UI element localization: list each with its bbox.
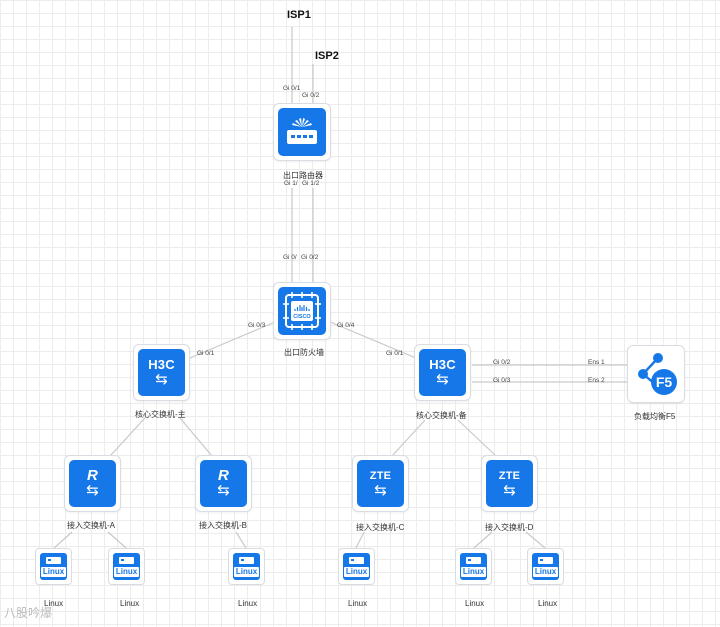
core-main-label: 核心交换机-主 <box>135 410 186 419</box>
linux-host-3-label: Linux <box>238 599 258 608</box>
switch-arrows-icon: ⇆ <box>86 482 99 499</box>
router-port-down2: Gi 1/2 <box>302 180 320 187</box>
link-access-d-host-5 <box>473 531 493 549</box>
router-tile <box>278 108 326 156</box>
access-switch-d[interactable]: ZTE ⇆ <box>481 455 538 512</box>
core-backup-port-f5-2: Gi 0/3 <box>493 377 511 384</box>
linux-server-icon: Linux <box>532 553 559 580</box>
f5-port-2: Ens 2 <box>588 377 605 384</box>
link-core-backup-access-d <box>457 419 497 457</box>
switch-arrows-icon: ⇆ <box>503 482 516 499</box>
watermark: 八股吟爆 <box>4 606 53 620</box>
link-access-d-host-6 <box>525 531 546 549</box>
linux-server-icon: Linux <box>460 553 487 580</box>
f5-icon: F5 <box>638 353 677 395</box>
link-core-main-access-a <box>109 417 146 457</box>
core-backup-port-up: Gi 0/1 <box>386 350 404 357</box>
access-b-label: 接入交换机-B <box>199 521 247 530</box>
isp1-label: ISP1 <box>287 9 311 21</box>
zte-logo-icon: ZTE <box>369 470 392 482</box>
f5-port-1: Ens 1 <box>588 359 605 366</box>
link-core-main-access-b <box>179 417 213 457</box>
router-label: 出口路由器 <box>283 171 323 180</box>
linux-server-icon: Linux <box>40 553 67 580</box>
switch-arrows-icon: ⇆ <box>436 371 449 388</box>
firewall-port-right: Gi 0/4 <box>337 322 355 329</box>
f5-load-balancer[interactable]: F5 <box>627 345 685 403</box>
core-switch-main[interactable]: H3C ⇆ <box>133 344 190 401</box>
core-switch-backup[interactable]: H3C ⇆ <box>414 344 471 401</box>
linux-host-4-label: Linux <box>348 599 368 608</box>
access-switch-a[interactable]: R ⇆ <box>64 455 121 512</box>
link-core-backup-access-c <box>391 419 426 457</box>
f5-brand: F5 <box>656 374 673 390</box>
linux-host-1-label: Linux <box>44 599 64 608</box>
access-c-label: 接入交换机-C <box>356 523 405 532</box>
cisco-firewall-icon: CISCO <box>283 292 321 330</box>
h3c-logo-icon: H3C <box>429 357 456 372</box>
f5-label: 负载均衡F5 <box>634 412 676 421</box>
switch-arrows-icon: ⇆ <box>155 371 168 388</box>
router-port-up1: Gi 0/1 <box>283 85 301 92</box>
linux-server-icon: Linux <box>233 553 260 580</box>
firewall-brand: CISCO <box>293 314 311 320</box>
ruijie-logo-icon: R <box>217 467 230 484</box>
link-access-c-host-4 <box>355 531 365 549</box>
router-port-down1: Gi 1/ <box>284 180 298 187</box>
link-firewall-core-main <box>189 321 276 359</box>
linux-server-icon: Linux <box>343 553 370 580</box>
h3c-logo-icon: H3C <box>148 357 175 372</box>
linux-host-5[interactable]: Linux <box>455 548 492 585</box>
linux-host-1[interactable]: Linux <box>35 548 72 585</box>
linux-host-6[interactable]: Linux <box>527 548 564 585</box>
ruijie-logo-icon: R <box>86 467 99 484</box>
linux-host-3[interactable]: Linux <box>228 548 265 585</box>
router-port-up2: Gi 0/2 <box>302 92 320 99</box>
linux-server-icon: Linux <box>113 553 140 580</box>
firewall-port-left: Gi 0/3 <box>248 322 266 329</box>
firewall-label: 出口防火墙 <box>284 348 324 357</box>
zte-logo-icon: ZTE <box>498 470 521 482</box>
huawei-router-icon <box>287 118 317 144</box>
linux-host-2[interactable]: Linux <box>108 548 145 585</box>
exit-firewall[interactable]: CISCO <box>273 282 331 340</box>
link-access-a-host-2 <box>107 531 127 549</box>
core-main-port-up: Gi 0/1 <box>197 350 215 357</box>
core-backup-label: 核心交换机-备 <box>416 411 467 420</box>
linux-host-5-label: Linux <box>465 599 485 608</box>
switch-arrows-icon: ⇆ <box>217 482 230 499</box>
firewall-tile: CISCO <box>278 287 326 335</box>
exit-router[interactable] <box>273 103 331 161</box>
linux-host-4[interactable]: Linux <box>338 548 375 585</box>
access-switch-c[interactable]: ZTE ⇆ <box>352 455 409 512</box>
isp2-label: ISP2 <box>315 50 339 62</box>
access-d-label: 接入交换机-D <box>485 523 534 532</box>
firewall-port-up2: Gi 0/2 <box>301 254 319 261</box>
access-switch-b[interactable]: R ⇆ <box>195 455 252 512</box>
firewall-port-up1: Gi 0/ <box>283 254 297 261</box>
link-access-b-host-3 <box>235 531 247 549</box>
access-a-label: 接入交换机-A <box>67 521 115 530</box>
link-access-a-host-1 <box>53 531 73 549</box>
linux-host-6-label: Linux <box>538 599 558 608</box>
linux-host-2-label: Linux <box>120 599 140 608</box>
link-firewall-core-backup <box>329 321 417 359</box>
core-backup-port-f5-1: Gi 0/2 <box>493 359 511 366</box>
switch-arrows-icon: ⇆ <box>374 482 387 499</box>
